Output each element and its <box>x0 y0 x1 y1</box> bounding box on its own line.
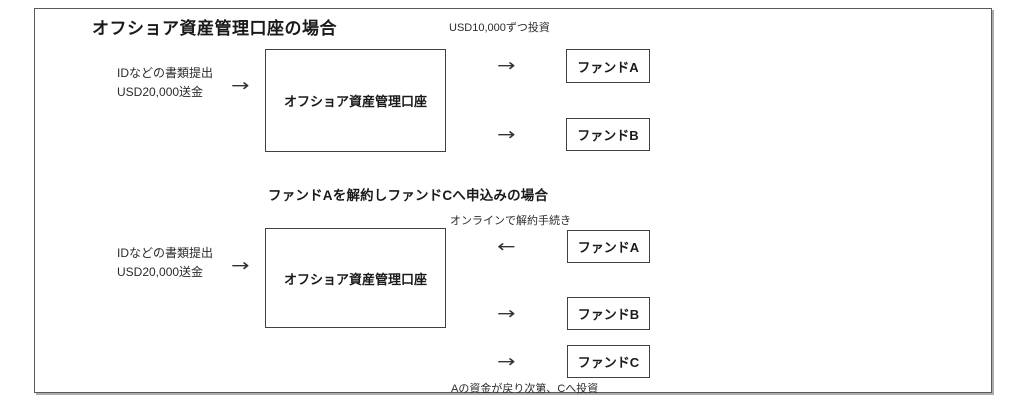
section2-fund-b-arrow-icon: → <box>497 304 516 324</box>
section1-fund-b-arrow-icon: → <box>497 125 516 145</box>
section2-fund-b-label: ファンドB <box>577 307 640 322</box>
section1-fund-b-box: ファンドB <box>566 118 650 151</box>
section1-fund-a-label: ファンドA <box>577 59 639 75</box>
section2-fund-c-arrow-icon: → <box>497 352 516 372</box>
section2-fund-a-box: ファンドA <box>567 230 650 263</box>
section2-input-line1: IDなどの書類提出 <box>117 246 214 260</box>
section2-fund-c-box: ファンドC <box>567 345 650 378</box>
section1-account-box-label: オフショア資産管理口座 <box>283 94 427 109</box>
section2-fund-b-box: ファンドB <box>567 297 650 330</box>
section1-deposit-arrow-icon: → <box>231 76 250 96</box>
diagram-frame <box>34 8 992 393</box>
section2-account-box-label: オフショア資産管理口座 <box>283 271 427 287</box>
section1-input-line1: IDなどの書類提出 <box>117 66 214 80</box>
section1-title: オフショア資産管理口座の場合 <box>92 19 337 38</box>
section1-fund-b-label: ファンドB <box>577 128 639 143</box>
section2-fund-a-arrow-icon: ← <box>497 237 516 257</box>
section1-input-label: IDなどの書類提出 USD20,000送金 <box>117 64 213 102</box>
section2-input-line2: USD20,000送金 <box>117 265 204 279</box>
section2-fund-c-label: ファンドC <box>577 355 640 370</box>
section2-account-box: オフショア資産管理口座 <box>265 228 446 328</box>
section1-input-line2: USD20,000送金 <box>117 85 204 99</box>
section2-fund-a-label: ファンドA <box>577 240 640 255</box>
section1-invest-note: USD10,000ずつ投資 <box>449 22 550 34</box>
section2-online-note: オンラインで解約手続き <box>450 215 571 227</box>
section1-fund-a-arrow-icon: → <box>497 56 516 76</box>
section1-fund-a-box: ファンドA <box>566 49 650 83</box>
section2-footer-note: Aの資金が戻り次第、Cへ投資 <box>451 383 599 395</box>
section1-account-box: オフショア資産管理口座 <box>265 49 446 152</box>
section2-deposit-arrow-icon: → <box>231 256 250 276</box>
section2-input-label: IDなどの書類提出 USD20,000送金 <box>117 244 213 282</box>
section2-title: ファンドAを解約しファンドCへ申込みの場合 <box>268 188 549 203</box>
